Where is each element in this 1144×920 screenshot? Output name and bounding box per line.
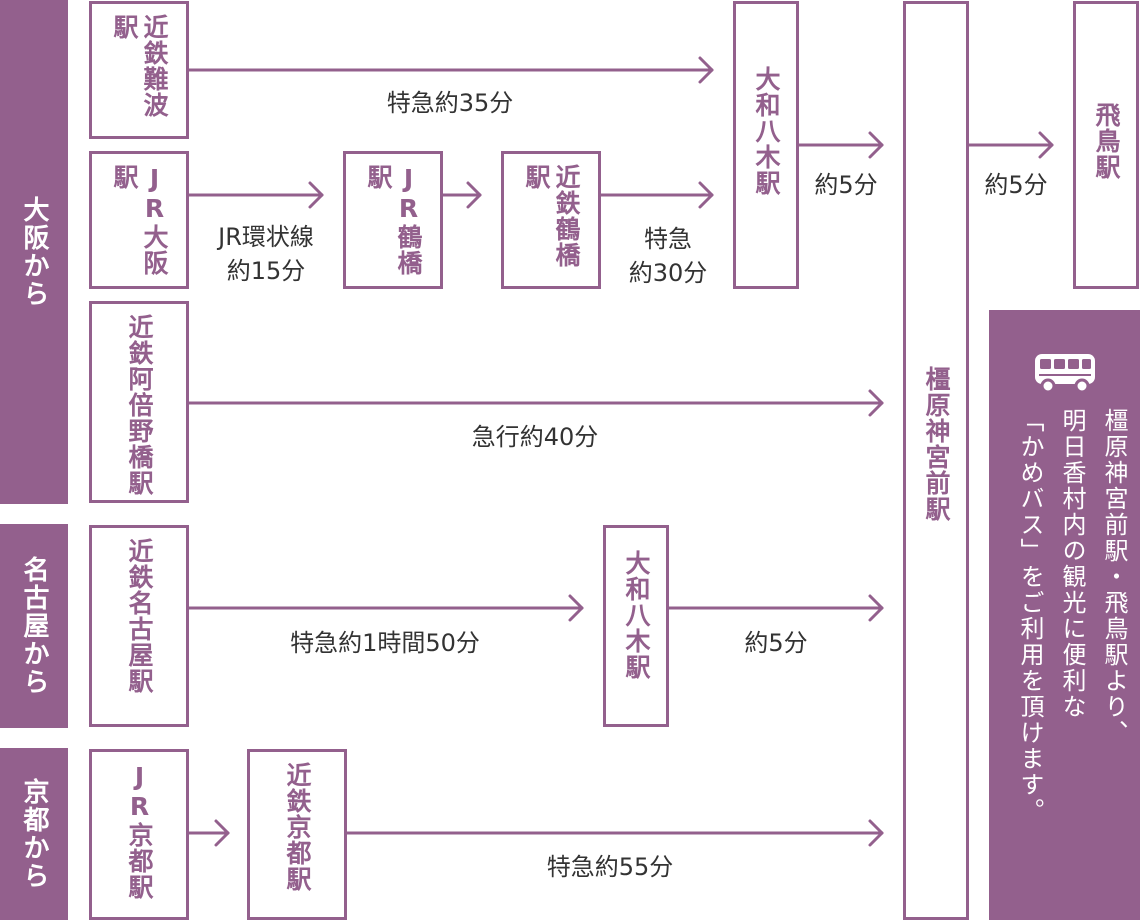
station-kintetsu-kyoto-label: 近鉄京都駅 — [283, 762, 312, 892]
station-jr-tsuruhashi-label: JR鶴橋駅 — [364, 164, 423, 276]
region-kyoto: 京都から — [0, 748, 68, 920]
route-yagi-kashihara-time: 約5分 — [814, 171, 878, 199]
bus-info-line-1: 橿原神宮前駅・飛鳥駅より、 — [1100, 408, 1128, 746]
arrowhead-tsuruhashi-yagi — [698, 181, 714, 209]
station-jr-tsuruhashi: JR鶴橋駅 — [343, 151, 443, 289]
station-kintetsu-tsuruhashi: 近鉄鶴橋駅 — [501, 151, 601, 289]
route-nagoya-yagi-time: 特急約1時間50分 — [290, 629, 480, 657]
station-kintetsu-tsuruhashi-label: 近鉄鶴橋駅 — [522, 164, 581, 268]
route-namba-yagi-time: 特急約35分 — [386, 89, 514, 117]
arrowhead-osaka-tsuruhashi — [308, 181, 324, 209]
route-jr-loop-line: JR環状線 — [218, 223, 314, 251]
station-kintetsu-kyoto: 近鉄京都駅 — [247, 749, 347, 920]
region-kyoto-label: 京都から — [19, 778, 49, 890]
station-kashihara-jingumae-label: 橿原神宮前駅 — [922, 366, 951, 522]
station-asuka-label: 飛鳥駅 — [1092, 102, 1121, 180]
route-yagi2-kashihara-time: 約5分 — [744, 629, 808, 657]
route-tsuruhashi-yagi-time: 約30分 — [628, 259, 708, 287]
bus-icon — [1035, 354, 1095, 394]
arrowhead-yagi-kashihara — [868, 131, 884, 159]
region-nagoya: 名古屋から — [0, 524, 68, 728]
station-kintetsu-nagoya: 近鉄名古屋駅 — [89, 525, 189, 727]
route-abeno-kashihara-time: 急行約40分 — [471, 423, 599, 451]
region-nagoya-label: 名古屋から — [19, 556, 49, 696]
bus-info-line-3: 「かめバス」をご利用を頂けます。 — [1016, 408, 1044, 824]
station-yamato-yagi: 大和八木駅 — [733, 1, 799, 289]
arrowhead-kashihara-asuka — [1038, 131, 1054, 159]
station-yamato-yagi-nagoya: 大和八木駅 — [603, 525, 669, 727]
arrowhead-nagoya-yagi — [568, 594, 584, 622]
station-yamato-yagi-nagoya-label: 大和八木駅 — [622, 550, 651, 680]
station-yamato-yagi-label: 大和八木駅 — [752, 66, 781, 196]
arrowhead-abeno-kashihara — [868, 389, 884, 417]
arrowhead-namba-yagi — [698, 56, 714, 84]
route-jr-loop-time: 約15分 — [226, 257, 306, 285]
station-jr-kyoto-label: JR京都駅 — [125, 762, 154, 900]
region-osaka: 大阪から — [0, 0, 68, 504]
station-kashihara-jingumae: 橿原神宮前駅 — [903, 1, 969, 920]
arrowhead-kyoto-kashihara — [868, 819, 884, 847]
station-kintetsu-nagoya-label: 近鉄名古屋駅 — [125, 538, 154, 694]
arrowhead-kyoto-transfer — [214, 819, 230, 847]
station-asuka: 飛鳥駅 — [1073, 1, 1139, 289]
bus-info-panel: 橿原神宮前駅・飛鳥駅より、 明日香村内の観光に便利な 「かめバス」をご利用を頂け… — [989, 310, 1140, 920]
station-namba: 近鉄難波駅 — [89, 1, 189, 139]
route-kyoto-kashihara-time: 特急約55分 — [546, 853, 674, 881]
station-jr-kyoto: JR京都駅 — [89, 749, 189, 920]
bus-info-text: 橿原神宮前駅・飛鳥駅より、 明日香村内の観光に便利な 「かめバス」をご利用を頂け… — [995, 408, 1135, 888]
station-jr-osaka: JR大阪駅 — [89, 151, 189, 289]
station-jr-osaka-label: JR大阪駅 — [110, 164, 169, 276]
route-kashihara-asuka-time: 約5分 — [984, 171, 1048, 199]
region-osaka-label: 大阪から — [19, 196, 49, 308]
station-abenobashi-label: 近鉄阿倍野橋駅 — [125, 314, 154, 496]
station-abenobashi: 近鉄阿倍野橋駅 — [89, 301, 189, 503]
station-namba-label: 近鉄難波駅 — [110, 14, 169, 118]
route-tsuruhashi-yagi-type: 特急 — [644, 225, 692, 253]
arrowhead-tsuruhashi-transfer — [466, 181, 482, 209]
arrowhead-yagi2-kashihara — [868, 594, 884, 622]
bus-info-line-2: 明日香村内の観光に便利な — [1058, 408, 1086, 720]
